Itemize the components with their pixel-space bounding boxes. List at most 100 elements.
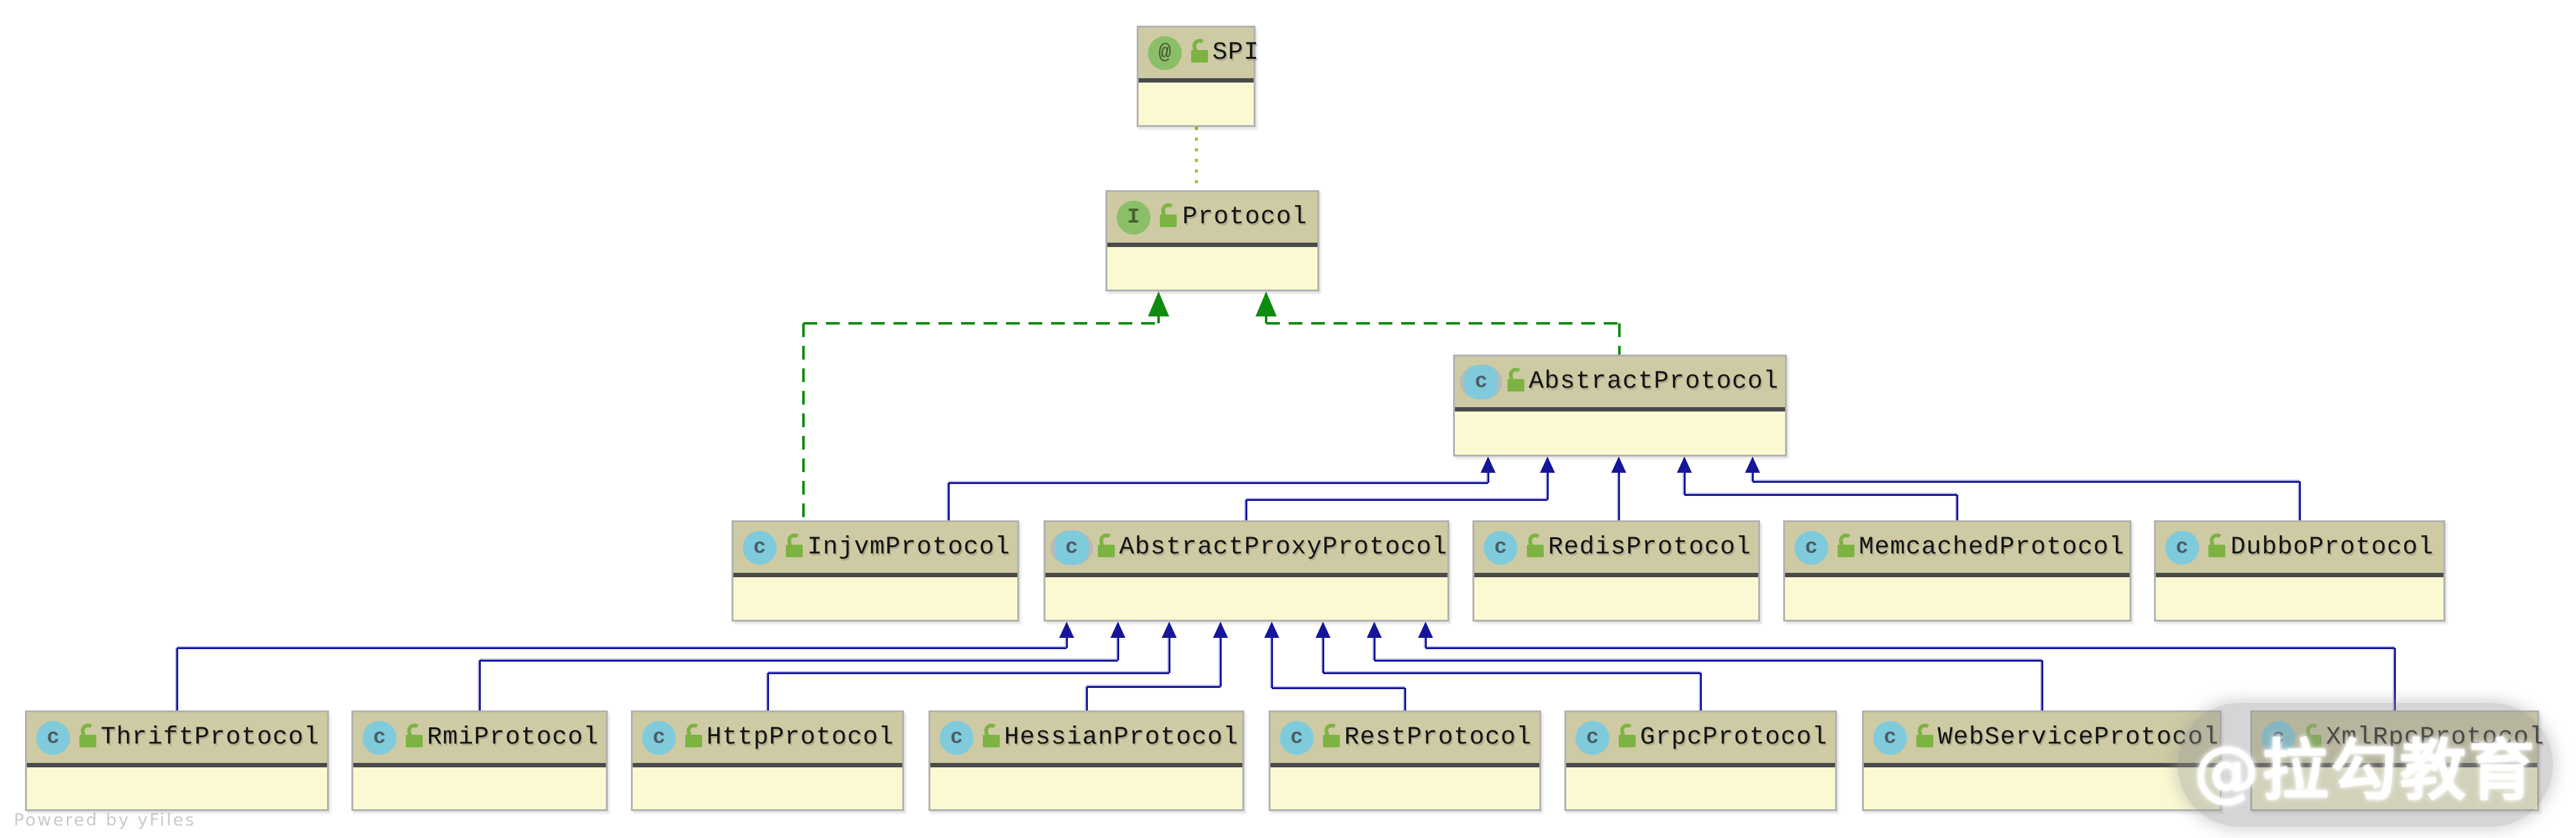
class-node-thriftprotocol[interactable]: c ThriftProtocol — [25, 710, 329, 811]
edge-thriftprotocol-abstractproxyprotocol-segment — [1065, 638, 1068, 648]
class-name-label: RmiProtocol — [427, 724, 600, 752]
class-badge-letter: c — [2262, 720, 2295, 755]
open-lock-icon — [983, 723, 1000, 747]
inheritance-arrowhead — [1316, 622, 1331, 638]
class-name-label: AbstractProxyProtocol — [1119, 533, 1448, 562]
class-icon: c — [641, 720, 677, 755]
class-name-label: AbstractProtocol — [1529, 368, 1779, 396]
class-icon: c — [742, 530, 777, 565]
edge-rmiprotocol-abstractproxyprotocol-segment — [1117, 638, 1119, 660]
edge-webserviceprotocol-abstractproxyprotocol-segment — [1373, 638, 1376, 660]
class-node-redisprotocol[interactable]: c RedisProtocol — [1472, 520, 1760, 622]
edge-xmlrpcprotocol-abstractproxyprotocol-segment — [1426, 647, 2395, 649]
class-body — [733, 577, 1017, 620]
class-name-label: MemcachedProtocol — [1859, 533, 2125, 562]
class-name-label: InjvmProtocol — [807, 533, 1011, 562]
class-node-memcachedprotocol[interactable]: c MemcachedProtocol — [1783, 520, 2131, 622]
class-node-webserviceprotocol[interactable]: c WebServiceProtocol — [1862, 710, 2221, 811]
class-name-label: RedisProtocol — [1548, 533, 1752, 562]
class-name-label: Protocol — [1182, 203, 1308, 231]
edge-restprotocol-abstractproxyprotocol-segment — [1404, 688, 1406, 710]
edge-webserviceprotocol-abstractproxyprotocol-segment — [2041, 660, 2043, 710]
class-body — [2156, 577, 2443, 620]
edge-httpprotocol-abstractproxyprotocol-segment — [768, 672, 1169, 674]
class-badge-letter: c — [1484, 530, 1517, 565]
edge-redisprotocol-abstractprotocol-segment — [1618, 483, 1620, 520]
class-icon: c — [1794, 530, 1829, 565]
edge-injvmprotocol-abstractprotocol-segment — [948, 482, 1488, 484]
class-header: c AbstractProtocol — [1455, 356, 1785, 411]
powered-by-yfiles-label: Powered by yFiles — [14, 810, 196, 830]
inheritance-arrowhead — [1162, 622, 1177, 638]
class-body — [1107, 247, 1317, 290]
class-node-hessianprotocol[interactable]: c HessianProtocol — [928, 710, 1244, 811]
class-node-abstractprotocol[interactable]: c AbstractProtocol — [1453, 355, 1787, 457]
inheritance-arrowhead — [1677, 457, 1692, 473]
class-header: @ SPI — [1139, 28, 1259, 83]
class-header: c InjvmProtocol — [733, 522, 1017, 577]
class-body — [1785, 577, 2130, 620]
edge-abstractproxyprotocol-abstractprotocol-segment — [1546, 473, 1549, 500]
class-body — [2252, 767, 2537, 809]
class-node-abstractproxyprotocol[interactable]: c AbstractProxyProtocol — [1044, 520, 1449, 622]
open-lock-icon — [1098, 533, 1115, 557]
class-node-protocol[interactable]: I Protocol — [1105, 190, 1319, 291]
class-node-dubboprotocol[interactable]: c DubboProtocol — [2154, 520, 2445, 622]
edge-grpcprotocol-abstractproxyprotocol-segment — [1699, 673, 1702, 710]
edge-abstractprotocol-protocol-segment — [1618, 323, 1621, 355]
class-badge-letter: c — [1873, 720, 1907, 755]
edge-xmlrpcprotocol-abstractproxyprotocol-segment — [1424, 638, 1427, 648]
class-node-spi[interactable]: @ SPI — [1137, 26, 1259, 127]
class-node-httpprotocol[interactable]: c HttpProtocol — [631, 710, 904, 811]
inheritance-arrowhead — [1611, 457, 1626, 473]
abstract-badge-letter: c — [1464, 365, 1498, 399]
edge-abstractproxyprotocol-abstractprotocol-segment — [1246, 498, 1547, 501]
edge-grpcprotocol-abstractproxyprotocol-segment — [1322, 638, 1324, 673]
open-lock-icon — [1838, 533, 1854, 557]
class-body — [1045, 577, 1447, 620]
class-node-restprotocol[interactable]: c RestProtocol — [1269, 710, 1541, 811]
interface-badge-letter: I — [1117, 200, 1150, 235]
class-body — [27, 767, 327, 809]
class-name-label: DubboProtocol — [2230, 533, 2434, 562]
class-body — [1455, 411, 1785, 455]
class-body — [1139, 83, 1254, 125]
edge-httpprotocol-abstractproxyprotocol-segment — [1168, 638, 1170, 673]
edge-abstractprotocol-protocol-segment — [1266, 322, 1619, 325]
inheritance-arrowhead — [1745, 457, 1760, 473]
class-node-injvmprotocol[interactable]: c InjvmProtocol — [732, 520, 1019, 622]
watermark-pill — [2178, 703, 2553, 827]
edge-grpcprotocol-abstractproxyprotocol-segment — [1323, 672, 1701, 674]
class-badge-letter: c — [36, 720, 70, 755]
edge-restprotocol-abstractproxyprotocol-segment — [1272, 687, 1405, 689]
class-name-label: GrpcProtocol — [1640, 724, 1828, 752]
open-lock-icon — [2305, 723, 2322, 747]
class-icon: c — [939, 720, 974, 755]
open-lock-icon — [79, 723, 96, 747]
open-lock-icon — [1619, 723, 1636, 747]
edge-thriftprotocol-abstractproxyprotocol-segment — [176, 648, 178, 710]
class-badge-letter: c — [2165, 530, 2199, 565]
open-lock-icon — [1527, 533, 1544, 557]
inheritance-arrowhead — [1481, 457, 1496, 473]
class-node-grpcprotocol[interactable]: c GrpcProtocol — [1564, 710, 1837, 811]
class-name-label: ThriftProtocol — [101, 724, 320, 752]
class-badge-letter: c — [1280, 720, 1314, 755]
annotation-badge-letter: @ — [1148, 36, 1182, 70]
class-header: c HessianProtocol — [930, 712, 1242, 767]
edge-dubboprotocol-abstractprotocol-segment — [2298, 482, 2301, 520]
realization-arrowhead — [1255, 291, 1277, 316]
edge-memcachedprotocol-abstractprotocol-segment — [1956, 495, 1958, 520]
open-lock-icon — [406, 723, 423, 747]
inheritance-arrowhead — [1540, 457, 1555, 473]
open-lock-icon — [786, 533, 803, 557]
class-name-label: RestProtocol — [1344, 724, 1532, 752]
edge-injvmprotocol-abstractprotocol-segment — [1487, 473, 1489, 483]
edge-rmiprotocol-abstractproxyprotocol-segment — [480, 659, 1118, 662]
inheritance-arrowhead — [1264, 622, 1279, 638]
class-node-rmiprotocol[interactable]: c RmiProtocol — [351, 710, 608, 811]
class-node-xmlrpcprotocol[interactable]: c XmlRpcProtocol — [2250, 710, 2544, 811]
edge-thriftprotocol-abstractproxyprotocol-segment — [177, 647, 1067, 649]
open-lock-icon — [1323, 723, 1340, 747]
abstract-icon: c — [1050, 530, 1093, 565]
